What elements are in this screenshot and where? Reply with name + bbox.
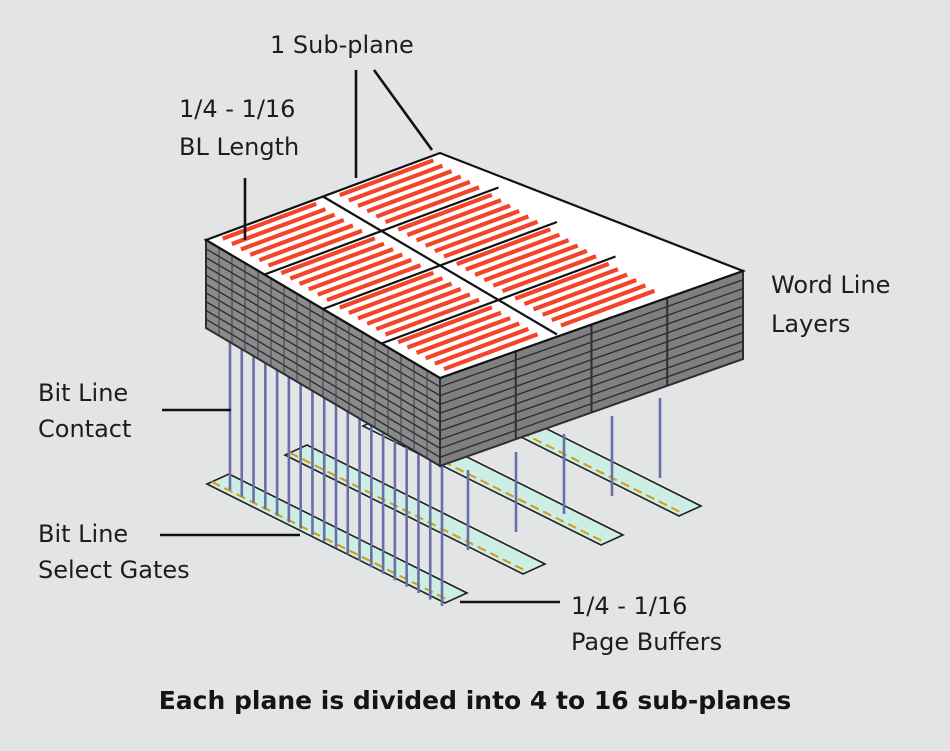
red-bit-line-c3-r2-2 xyxy=(465,232,561,272)
red-bit-line-c2-r1-1 xyxy=(280,236,376,276)
red-bit-line-c3-r2-6 xyxy=(501,254,597,294)
red-bit-line-c1-r2-1 xyxy=(338,158,435,198)
red-bit-line-c4-r1-5 xyxy=(434,326,530,366)
red-bit-line-c2-r1-5 xyxy=(317,257,413,297)
red-bit-line-c4-r2-3 xyxy=(532,272,628,312)
page-buffers-label-line2: Page Buffers xyxy=(571,628,723,656)
red-bit-line-c3-r1-4 xyxy=(366,287,462,326)
red-bit-line-c2-r1-2 xyxy=(289,241,385,281)
red-bit-line-c1-r2-6 xyxy=(384,185,480,225)
page-buffer-edge-1 xyxy=(211,480,451,602)
sub-plane-leader-right xyxy=(372,69,434,151)
red-bit-line-c4-r2-1 xyxy=(514,261,610,301)
red-bit-line-c2-r2-3 xyxy=(415,203,511,243)
top-face-group xyxy=(203,151,747,380)
red-bit-line-c1-r2-2 xyxy=(348,163,444,203)
red-bit-line-c3-r2-5 xyxy=(492,248,588,288)
bit-line-select-label-line2: Select Gates xyxy=(38,556,190,584)
red-bit-line-c3-r1-1 xyxy=(338,270,435,310)
red-bit-line-c3-r1-5 xyxy=(375,292,471,332)
red-bit-line-c1-r1-3 xyxy=(240,212,336,252)
red-bit-line-c1-r1-6 xyxy=(267,228,363,268)
red-bit-line-c3-r1-6 xyxy=(384,297,480,337)
diagram-caption: Each plane is divided into 4 to 16 sub-p… xyxy=(158,686,792,715)
red-bit-line-c3-r2-1 xyxy=(455,227,552,267)
red-bit-line-c1-r2-5 xyxy=(375,179,471,219)
sub-plane-label: 1 Sub-plane xyxy=(270,31,414,59)
red-bit-line-c3-r2-3 xyxy=(474,238,570,277)
red-bit-line-c2-r1-4 xyxy=(307,252,403,292)
bit-line-select-label-line1: Bit Line xyxy=(38,520,129,548)
red-bit-line-c2-r2-1 xyxy=(397,192,493,232)
red-bit-line-c1-r1-5 xyxy=(258,223,354,263)
leader-lines xyxy=(160,69,560,604)
page-buffer-edge-2 xyxy=(289,451,529,573)
red-bit-line-c1-r1-4 xyxy=(249,218,345,257)
red-bit-line-c3-r2-4 xyxy=(483,243,579,283)
red-bit-line-c4-r1-1 xyxy=(397,305,493,345)
red-bit-line-c4-r2-5 xyxy=(551,283,647,323)
sub-plane-row-divider-1 xyxy=(322,195,558,336)
red-bit-line-c2-r1-6 xyxy=(326,263,422,303)
red-bit-line-c4-r1-3 xyxy=(415,316,511,355)
bl-length-label-line2: BL Length xyxy=(179,133,300,161)
red-bit-line-c3-r1-3 xyxy=(357,281,453,321)
page-buffers-label-line1: 1/4 - 1/16 xyxy=(571,592,688,620)
bit-line-contact-label-line1: Bit Line xyxy=(38,379,129,407)
red-bit-line-c4-r2-6 xyxy=(560,288,656,328)
red-bit-line-c4-r1-4 xyxy=(424,321,520,361)
red-bit-line-c3-r1-2 xyxy=(348,276,444,315)
word-line-label-line2: Layers xyxy=(771,310,851,338)
red-bit-line-c4-r1-2 xyxy=(406,310,502,350)
red-bit-line-c2-r2-5 xyxy=(434,214,530,254)
red-bit-line-c4-r1-6 xyxy=(443,332,539,372)
red-bit-line-c4-r2-4 xyxy=(541,278,637,317)
red-bit-line-c1-r2-3 xyxy=(357,169,453,208)
red-bit-line-c2-r2-4 xyxy=(424,209,520,248)
bit-line-contact-label-line2: Contact xyxy=(38,415,132,443)
red-bit-line-c1-r1-2 xyxy=(231,207,327,246)
red-bit-line-c1-r2-4 xyxy=(366,174,462,214)
red-bit-line-c1-r1-1 xyxy=(221,201,318,241)
red-bit-line-c2-r1-3 xyxy=(298,247,394,286)
red-bit-line-c2-r2-6 xyxy=(443,219,539,259)
word-line-label-line1: Word Line xyxy=(771,271,891,299)
bl-length-label-line1: 1/4 - 1/16 xyxy=(179,95,296,123)
red-bit-line-c4-r2-2 xyxy=(523,267,619,306)
red-bit-line-c2-r2-2 xyxy=(406,198,502,237)
